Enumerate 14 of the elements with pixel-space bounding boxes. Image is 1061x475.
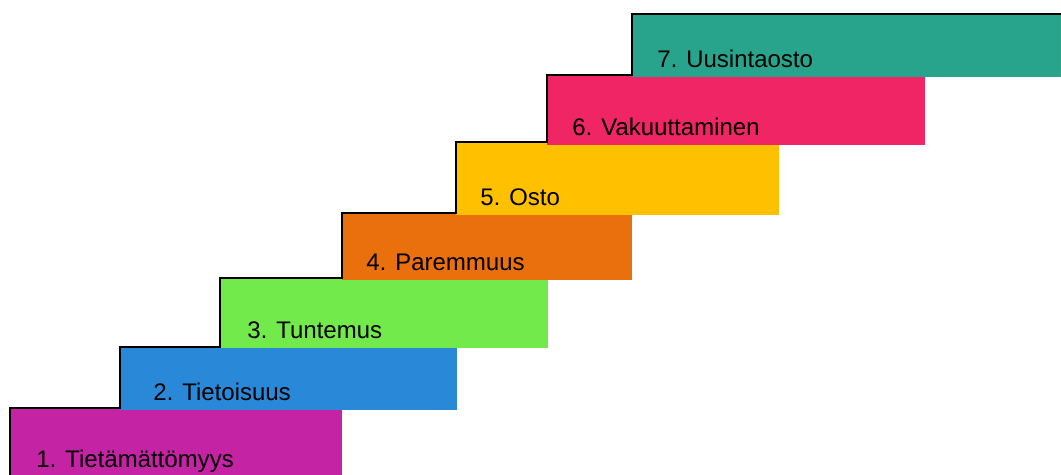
step-bar [547,75,925,145]
step-bar [632,14,1061,77]
step-label: 5. Osto [481,188,559,206]
step-bar [342,213,632,280]
step-label: 6. Vakuuttaminen [573,117,758,136]
step-label: 3. Tuntemus [248,321,382,339]
step-label: 1. Tietämättömyys [38,449,233,472]
step-label: 4. Paremmuus [366,253,524,271]
step-bar [120,347,457,410]
step-label: 7. Uusintaosto [658,49,812,68]
step-label: 2. Tietoisuus [154,382,290,401]
step-bar [220,278,548,348]
step-bar [456,142,779,215]
step-bar [10,408,342,475]
